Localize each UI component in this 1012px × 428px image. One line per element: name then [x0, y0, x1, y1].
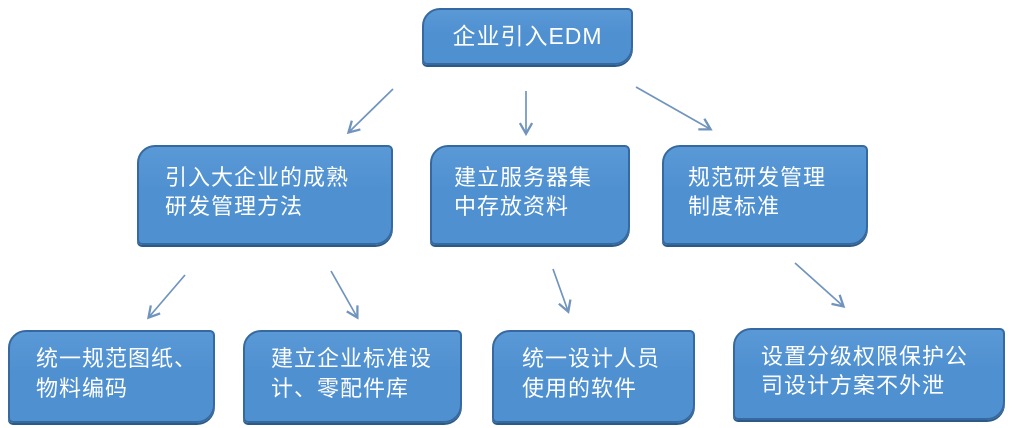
node-access-rights-label: 设置分级权限保护公 司设计方案不外泄 — [761, 343, 969, 398]
node-edm-root: 企业引入EDM — [422, 8, 633, 65]
edge-rules-to-security — [794, 262, 846, 309]
edge-methods-to-library — [330, 270, 359, 320]
node-parts-library: 建立企业标准设 计、零配件库 — [243, 330, 462, 423]
edge-root-to-rules — [635, 86, 713, 131]
node-access-rights: 设置分级权限保护公 司设计方案不外泄 — [733, 328, 1005, 420]
node-drawing-codes-label: 统一规范图纸、 物料编码 — [36, 346, 198, 401]
node-edm-root-label: 企业引入EDM — [452, 23, 603, 50]
node-rd-standards: 规范研发管理 制度标准 — [662, 145, 868, 245]
edge-root-to-methods — [346, 88, 394, 135]
node-central-server: 建立服务器集 中存放资料 — [430, 145, 630, 245]
edge-server-to-software — [552, 268, 572, 314]
node-rd-standards-label: 规范研发管理 制度标准 — [688, 164, 827, 219]
node-mature-rd-methods: 引入大企业的成熟 研发管理方法 — [137, 145, 393, 245]
node-central-server-label: 建立服务器集 中存放资料 — [454, 164, 593, 219]
node-unified-software: 统一设计人员 使用的软件 — [492, 330, 695, 423]
node-unified-software-label: 统一设计人员 使用的软件 — [522, 346, 661, 401]
node-parts-library-label: 建立企业标准设 计、零配件库 — [271, 346, 433, 401]
edge-methods-to-drawing — [146, 274, 186, 320]
node-mature-rd-methods-label: 引入大企业的成熟 研发管理方法 — [165, 164, 350, 219]
node-drawing-codes: 统一规范图纸、 物料编码 — [8, 330, 215, 423]
